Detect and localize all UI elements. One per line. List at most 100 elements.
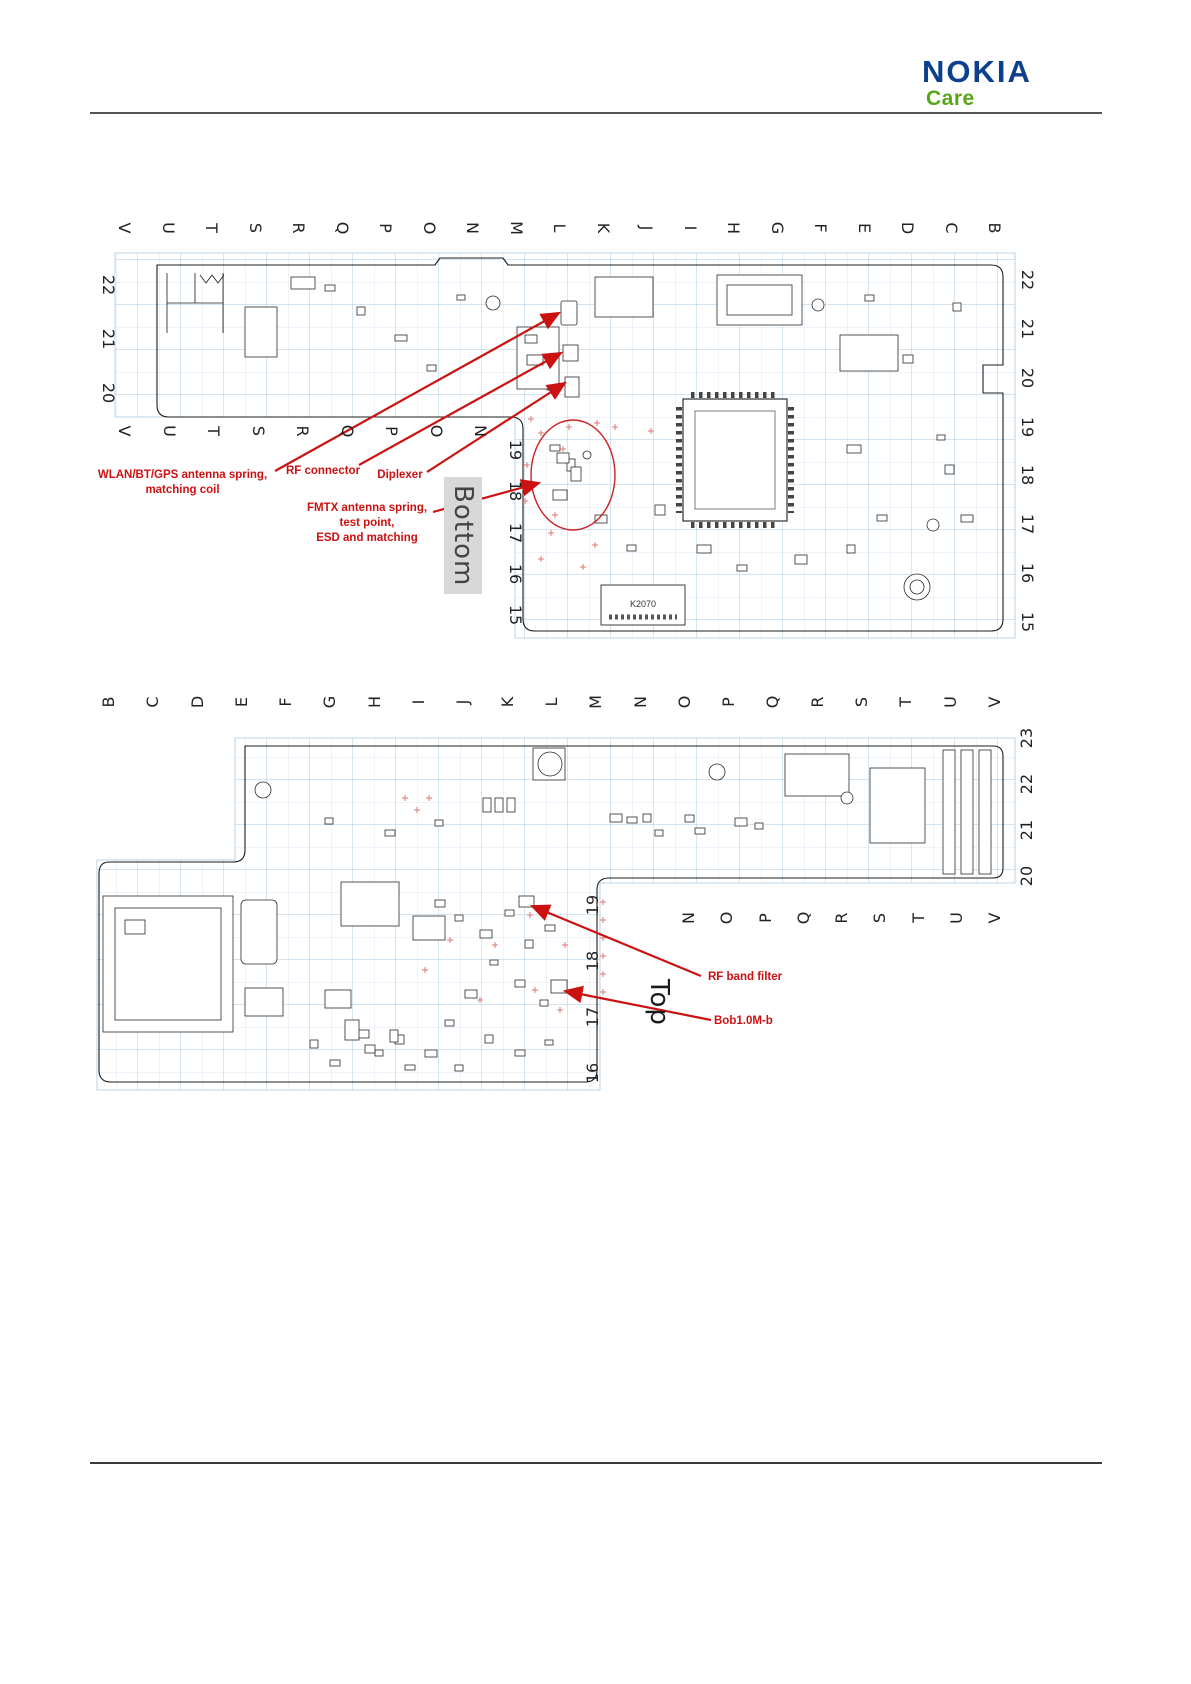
highlight-ellipse — [530, 419, 616, 531]
annotation-text: matching coil — [145, 483, 220, 496]
grid-letter: E — [231, 696, 251, 708]
grid-letter: P — [719, 697, 739, 707]
grid-letter: H — [364, 695, 384, 709]
header-rule — [90, 112, 1102, 114]
grid-letter: N — [630, 696, 650, 708]
grid-letter: J — [637, 225, 656, 231]
grid-letter: P — [382, 426, 401, 436]
grid-letter: V — [984, 696, 1004, 708]
grid-number: 21 — [1018, 318, 1037, 340]
grid-letter: F — [811, 223, 830, 233]
grid-letter: E — [854, 222, 874, 234]
grid-number: 19 — [506, 439, 525, 461]
grid-letter: N — [463, 222, 482, 234]
keypad-connector: K2070 — [600, 584, 686, 626]
grid-letter: R — [807, 696, 827, 708]
grid-letter: S — [245, 222, 265, 234]
grid-letter: P — [755, 913, 775, 923]
grid-letter: I — [680, 225, 700, 231]
grid-letter: F — [276, 697, 296, 707]
grid-letter: M — [586, 695, 606, 709]
grid-number: 19 — [1018, 416, 1037, 437]
grid-letter: V — [115, 425, 134, 437]
grid-letter: R — [293, 425, 312, 437]
grid-letter: C — [941, 222, 961, 234]
grid-number: 18 — [1018, 465, 1037, 486]
annotation-text: RF band filter — [708, 971, 783, 983]
grid-letter: O — [674, 695, 694, 709]
nokia-logo: NOKIA — [922, 54, 1032, 89]
annotation-text: Diplexer — [377, 469, 423, 481]
grid-letter: G — [767, 221, 787, 235]
grid-letter: K — [497, 696, 517, 708]
annotation-arrows-top — [529, 904, 712, 1022]
grid-letter: K — [593, 222, 613, 234]
grid-number: 22 — [1018, 269, 1037, 291]
grid-letter: D — [898, 221, 917, 235]
grid-number: 15 — [506, 604, 525, 626]
grid-letter: U — [158, 222, 178, 234]
grid-letter: G — [320, 695, 340, 709]
grid-number: 22 — [99, 274, 118, 296]
grid-number: 20 — [1017, 865, 1036, 887]
annotation-diplexer: Diplexer — [368, 468, 432, 483]
top-grid-right-numbers: 23 22 21 20 — [1016, 728, 1038, 886]
grid-letter: U — [159, 425, 179, 437]
annotation-arrows-bottom — [274, 311, 567, 514]
care-logo: Care — [926, 87, 975, 110]
footer-rule — [90, 1462, 1102, 1464]
grid-letter: Q — [763, 695, 783, 709]
components-top — [102, 747, 992, 1072]
grid-number: 21 — [99, 328, 118, 350]
annotation-text: FMTX antenna spring, — [306, 502, 428, 514]
bottom-grid-left-numbers: 22 21 20 — [97, 275, 119, 403]
grid-letter: T — [202, 223, 221, 233]
grid-letter: M — [506, 221, 526, 235]
grid-number: 18 — [583, 950, 602, 972]
bottom-view-drawing: K2070 — [114, 252, 1016, 639]
annotation-text: ESD and matching — [316, 531, 418, 544]
grid-number: 21 — [1017, 819, 1036, 841]
pcb-outline-bottom — [156, 257, 1004, 632]
grid-letter: T — [908, 913, 928, 923]
grid-letter: O — [717, 911, 737, 925]
grid-letter: T — [204, 426, 223, 436]
grid-letter: D — [187, 695, 207, 709]
grid-number: 23 — [1017, 727, 1036, 749]
grid-letter: V — [985, 912, 1004, 924]
grid-letter: S — [248, 425, 268, 437]
top-view-drawing — [96, 737, 1016, 1091]
component-ref-k2070: K2070 — [630, 599, 656, 609]
main-ic — [676, 392, 794, 528]
grid-letter: N — [679, 912, 698, 924]
grid-number: 17 — [506, 522, 525, 543]
annotation-text: Bob1.0M-b — [714, 1015, 773, 1027]
grid-letter: T — [896, 697, 916, 707]
grid-number: 17 — [583, 1006, 602, 1028]
grid-letter: R — [832, 912, 851, 924]
grid-letter: P — [376, 223, 395, 233]
bottom-view-label: Bottom — [444, 477, 482, 595]
grid-letter: J — [453, 699, 473, 705]
annotation-text: WLAN/BT/GPS antenna spring, — [97, 469, 268, 481]
grid-number: 16 — [506, 563, 525, 584]
grid-bottom — [114, 252, 1016, 639]
grid-number: 17 — [1018, 514, 1037, 535]
grid-number: 16 — [1018, 562, 1037, 584]
annotation-wlan: WLAN/BT/GPS antenna spring, matching coi… — [80, 468, 285, 498]
grid-number: 20 — [99, 382, 118, 404]
top-view-label: Top — [644, 979, 674, 1026]
annotation-rf-band-filter: RF band filter — [708, 970, 818, 985]
annotation-fmtx: FMTX antenna spring, test point, ESD and… — [298, 501, 436, 546]
grid-letter: Q — [337, 424, 357, 438]
grid-number: 22 — [1017, 773, 1036, 795]
grid-letter: Q — [332, 221, 352, 235]
grid-letter: V — [115, 222, 134, 234]
